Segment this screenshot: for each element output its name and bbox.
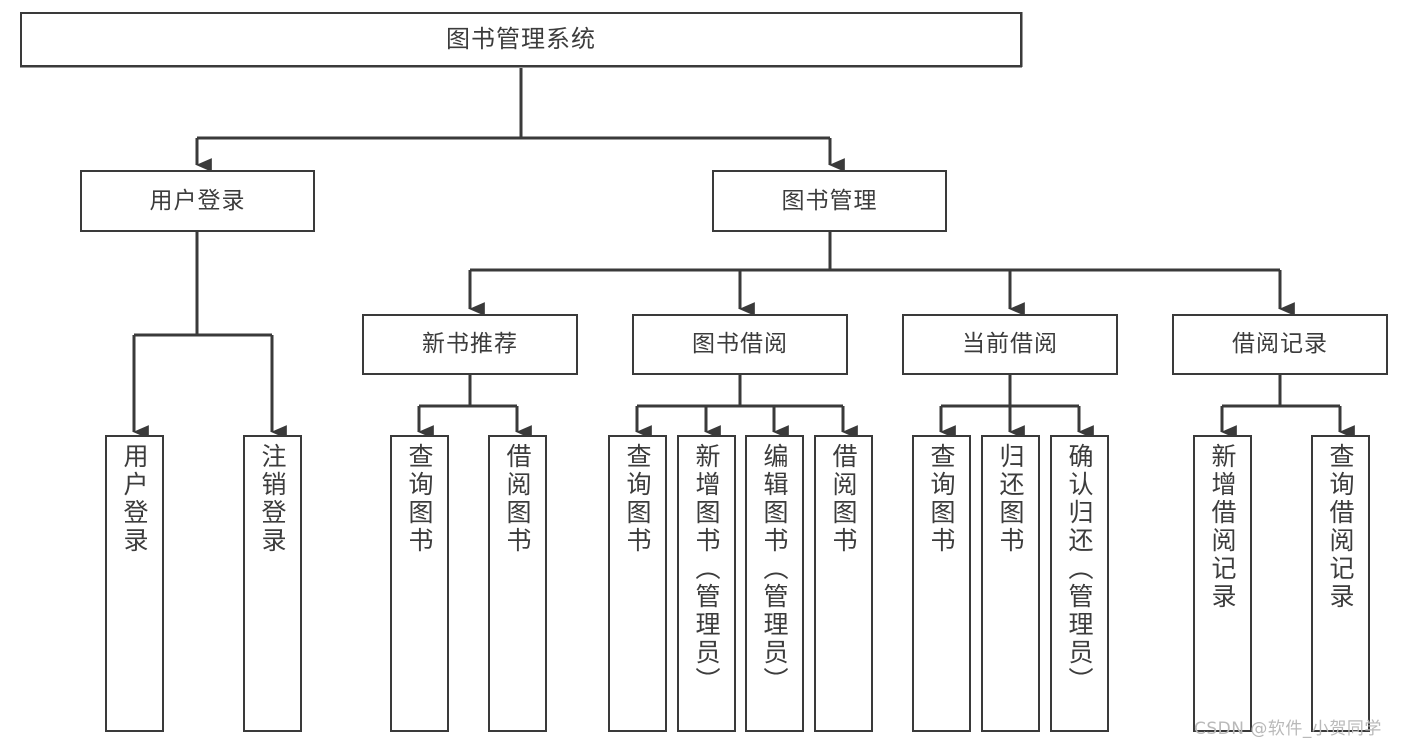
leaf-user-login[interactable]: 用户登录 <box>105 435 164 732</box>
node-label: 新增图书（管理员） <box>692 443 721 695</box>
node-label: 注销登录 <box>258 443 287 555</box>
node-label: 借阅图书 <box>503 443 532 555</box>
node-label: 归还图书 <box>996 443 1025 555</box>
node-label: 图书管理系统 <box>446 24 596 53</box>
node-borrow-record[interactable]: 借阅记录 <box>1172 314 1388 375</box>
node-root-book-management-system[interactable]: 图书管理系统 <box>20 12 1022 67</box>
leaf-query-borrow-record[interactable]: 查询借阅记录 <box>1311 435 1370 732</box>
leaf-add-borrow-record[interactable]: 新增借阅记录 <box>1193 435 1252 732</box>
node-label: 查询图书 <box>623 443 652 555</box>
node-label: 查询图书 <box>927 443 956 555</box>
node-current-borrow[interactable]: 当前借阅 <box>902 314 1118 375</box>
leaf-confirm-return-admin[interactable]: 确认归还（管理员） <box>1050 435 1109 732</box>
node-label: 新增借阅记录 <box>1208 443 1237 611</box>
node-label: 查询图书 <box>405 443 434 555</box>
node-new-book-recommend[interactable]: 新书推荐 <box>362 314 578 375</box>
node-label: 查询借阅记录 <box>1326 443 1355 611</box>
node-book-management[interactable]: 图书管理 <box>712 170 947 232</box>
node-label: 用户登录 <box>120 443 149 555</box>
leaf-logout[interactable]: 注销登录 <box>243 435 302 732</box>
node-label: 编辑图书（管理员） <box>760 443 789 695</box>
leaf-borrow-book[interactable]: 借阅图书 <box>814 435 873 732</box>
node-label: 借阅记录 <box>1232 331 1328 358</box>
node-label: 图书借阅 <box>692 331 788 358</box>
node-user-login[interactable]: 用户登录 <box>80 170 315 232</box>
leaf-query-book-borrow[interactable]: 查询图书 <box>608 435 667 732</box>
node-label: 用户登录 <box>149 187 246 214</box>
node-label: 确认归还（管理员） <box>1065 443 1094 695</box>
leaf-query-book-current[interactable]: 查询图书 <box>912 435 971 732</box>
leaf-borrow-book-new[interactable]: 借阅图书 <box>488 435 547 732</box>
leaf-edit-book-admin[interactable]: 编辑图书（管理员） <box>745 435 804 732</box>
node-label: 新书推荐 <box>422 331 518 358</box>
node-label: 图书管理 <box>781 187 878 214</box>
node-book-borrow[interactable]: 图书借阅 <box>632 314 848 375</box>
node-label: 当前借阅 <box>962 331 1058 358</box>
leaf-return-book[interactable]: 归还图书 <box>981 435 1040 732</box>
leaf-query-book-new[interactable]: 查询图书 <box>390 435 449 732</box>
leaf-add-book-admin[interactable]: 新增图书（管理员） <box>677 435 736 732</box>
node-label: 借阅图书 <box>829 443 858 555</box>
watermark-csdn: CSDN @软件_小贺同学 <box>1194 719 1382 739</box>
